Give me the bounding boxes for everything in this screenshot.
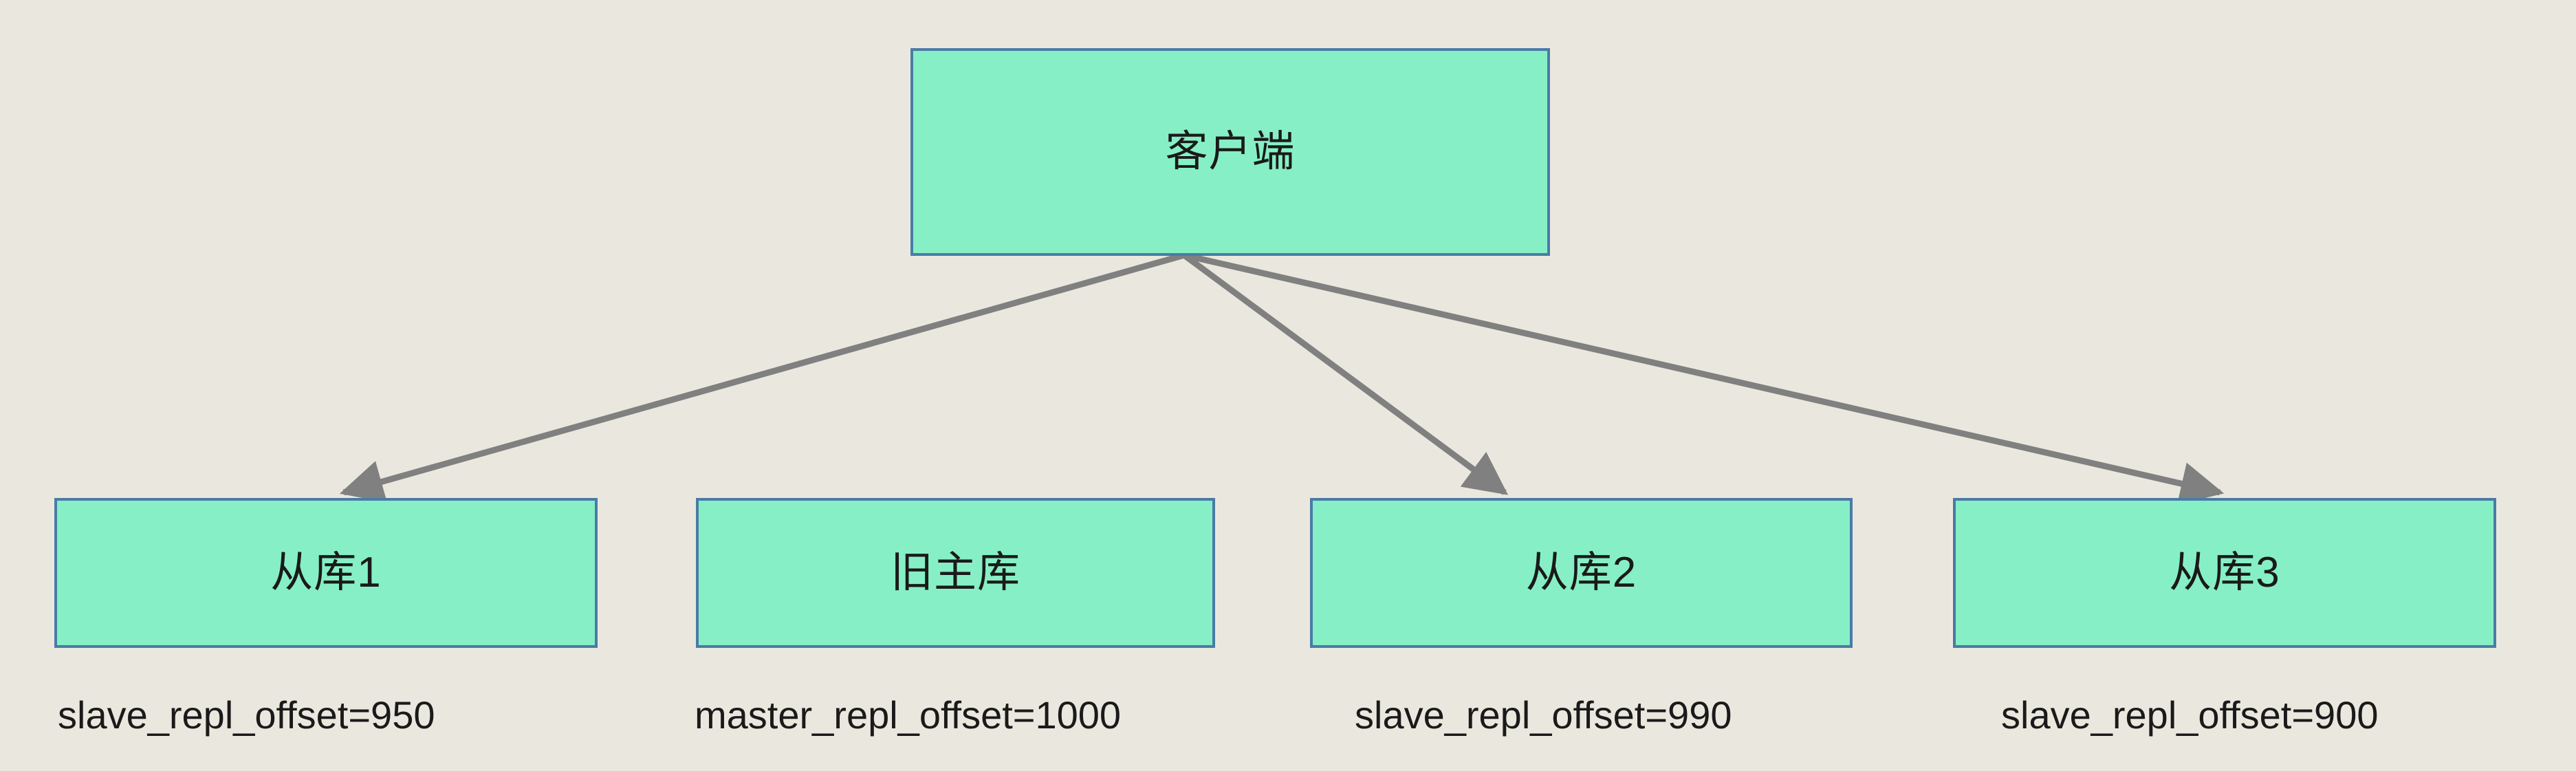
node-replica-2-label: 从库2 — [1525, 549, 1637, 596]
node-client[interactable]: 客户端 — [910, 48, 1550, 256]
edge-client-to-replica-3 — [1183, 252, 2225, 506]
caption-replica-2-offset: slave_repl_offset=990 — [1355, 693, 1732, 737]
edge-client-to-replica-1 — [339, 252, 1186, 503]
node-old-master-label: 旧主库 — [890, 549, 1020, 596]
node-client-label: 客户端 — [1165, 128, 1296, 175]
node-replica-3-label: 从库3 — [2169, 549, 2280, 596]
node-old-master[interactable]: 旧主库 — [696, 498, 1215, 648]
caption-replica-3-offset: slave_repl_offset=900 — [2001, 693, 2379, 737]
caption-old-master-offset: master_repl_offset=1000 — [695, 693, 1122, 737]
node-replica-1-label: 从库1 — [270, 549, 382, 596]
caption-replica-1-offset: slave_repl_offset=950 — [58, 693, 435, 737]
node-replica-3[interactable]: 从库3 — [1953, 498, 2496, 648]
edge-client-to-replica-2 — [1182, 252, 1509, 495]
node-replica-2[interactable]: 从库2 — [1310, 498, 1853, 648]
node-replica-1[interactable]: 从库1 — [54, 498, 598, 648]
